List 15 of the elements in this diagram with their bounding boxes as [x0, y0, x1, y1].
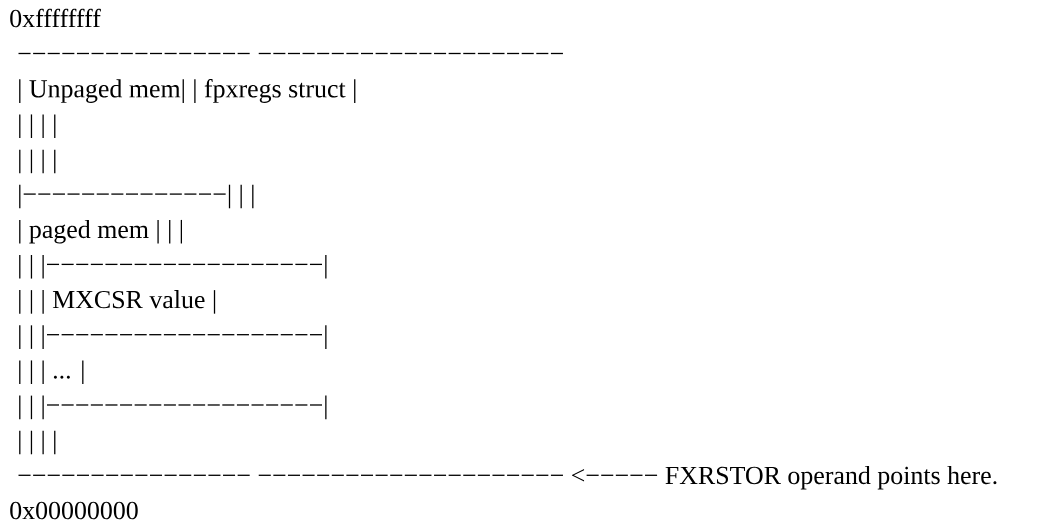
- text-line: | | | |: [19, 114, 56, 138]
- text-line: | paged mem | | |: [19, 219, 182, 244]
- address-label: 0x00000000: [10, 501, 138, 520]
- text-line: | | |−−−−−−−−−−−−−−−−−−−|: [19, 255, 327, 279]
- text-line: | | | |: [19, 430, 56, 455]
- text-line: −−−−−−−−−−−−−−−− −−−−−−−−−−−−−−−−−−−−−: [18, 52, 563, 55]
- text-line: | | | ... |: [19, 360, 84, 384]
- text-line: −−−−−−−−−−−−−−−− −−−−−−−−−−−−−−−−−−−−− <−−−−− FXRSTOR operand points here.: [18, 465, 997, 490]
- text-line: | | | |: [19, 149, 56, 174]
- text-line: |−−−−−−−−−−−−−−| | |: [19, 184, 254, 209]
- address-label: 0xffffffff: [10, 8, 101, 28]
- text-line: | | | MXCSR value |: [19, 290, 216, 314]
- text-line: | | |−−−−−−−−−−−−−−−−−−−|: [19, 395, 327, 420]
- text-line: | Unpaged mem| | fpxregs struct |: [19, 79, 356, 103]
- text-line: | | |−−−−−−−−−−−−−−−−−−−|: [19, 325, 327, 349]
